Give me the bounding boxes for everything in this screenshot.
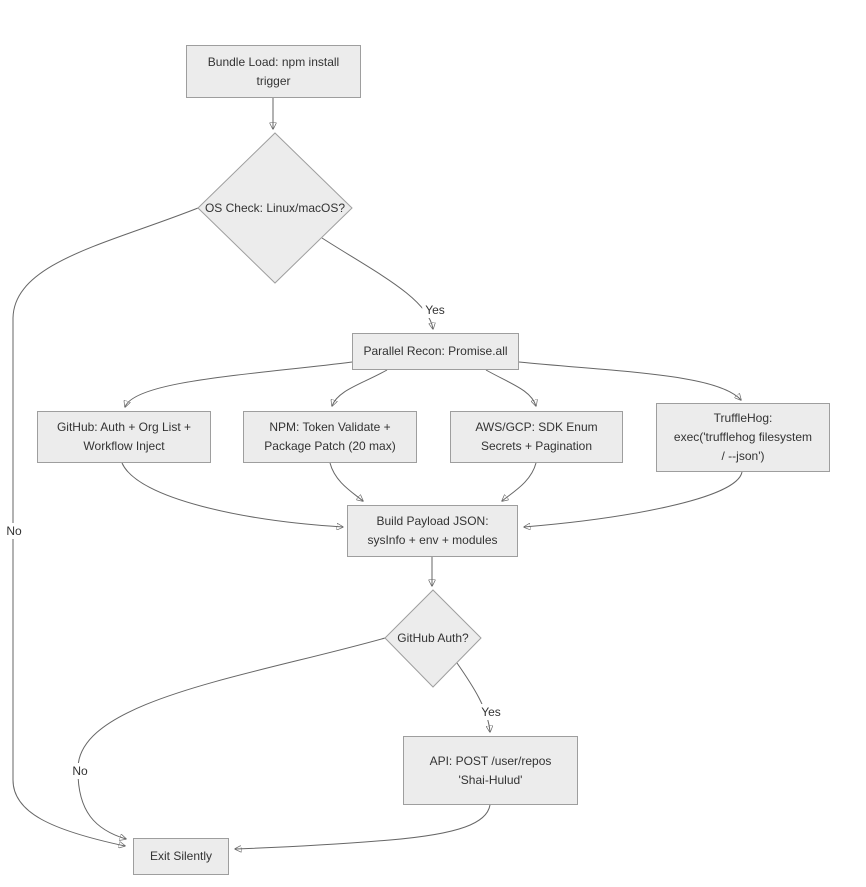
node-build-payload-line2: sysInfo + env + modules: [367, 533, 498, 547]
node-github-auth-shape: [384, 589, 482, 688]
node-exit-silently: Exit Silently: [133, 838, 229, 875]
node-os-check-label: OS Check: Linux/macOS?: [204, 200, 346, 215]
node-api-post-line1: API: POST /user/repos: [429, 753, 552, 768]
node-awsgcp-recon: AWS/GCP: SDK Enum Secrets + Pagination: [450, 411, 623, 463]
node-build-payload: Build Payload JSON: sysInfo + env + modu…: [347, 505, 518, 557]
node-parallel-recon-line1: Parallel Recon: Promise.all: [363, 344, 508, 358]
node-api-post: API: POST /user/repos 'Shai-Hulud': [403, 736, 578, 805]
node-trufflehog-recon: TruffleHog: exec('trufflehog filesystem …: [656, 403, 830, 472]
node-bundle-load-line2: trigger: [256, 73, 291, 88]
edge-github-to-buildpayload: [121, 462, 343, 527]
node-trufflehog-recon-line1: TruffleHog:: [713, 411, 773, 425]
edge-oscheck-to-parallel: [321, 237, 433, 329]
node-npm-recon-line2: Package Patch (20 max): [264, 439, 396, 453]
edge-parallel-to-trufflehog: [518, 361, 741, 400]
node-awsgcp-recon-line2: Secrets + Pagination: [480, 439, 593, 453]
node-npm-recon-line1: NPM: Token Validate +: [269, 420, 391, 434]
edge-label-os-no: No: [3, 523, 25, 539]
node-trufflehog-recon-line3: / --json'): [721, 449, 765, 463]
node-bundle-load: Bundle Load: npm install trigger: [186, 45, 361, 98]
edge-oscheck-to-exit: [12, 207, 199, 846]
edge-api-to-exit: [235, 804, 491, 849]
node-os-check-shape: [197, 132, 353, 284]
node-parallel-recon: Parallel Recon: Promise.all: [352, 333, 519, 370]
edge-auth-to-api: [456, 662, 490, 732]
node-npm-recon: NPM: Token Validate + Package Patch (20 …: [243, 411, 417, 463]
edge-trufflehog-to-buildpayload: [524, 471, 743, 527]
edge-npm-to-buildpayload: [329, 462, 363, 501]
node-api-post-line2: 'Shai-Hulud': [458, 772, 523, 787]
edge-label-auth-no: No: [69, 763, 91, 779]
node-github-recon: GitHub: Auth + Org List + Workflow Injec…: [37, 411, 211, 463]
edge-auth-to-exit: [77, 637, 386, 839]
node-github-auth: GitHub Auth?: [377, 625, 489, 651]
edge-parallel-to-github: [125, 361, 353, 407]
node-trufflehog-recon-line2: exec('trufflehog filesystem: [673, 430, 813, 444]
node-bundle-load-line1: Bundle Load: npm install: [207, 54, 340, 69]
edge-label-os-yes: Yes: [422, 302, 448, 318]
edge-parallel-to-awsgcp: [485, 369, 536, 406]
node-awsgcp-recon-line1: AWS/GCP: SDK Enum: [475, 420, 598, 434]
node-github-recon-line1: GitHub: Auth + Org List +: [56, 420, 192, 434]
edge-awsgcp-to-buildpayload: [502, 462, 537, 501]
node-os-check: OS Check: Linux/macOS?: [200, 194, 350, 222]
node-exit-silently-label: Exit Silently: [149, 849, 213, 863]
edge-label-auth-yes: Yes: [478, 704, 504, 720]
node-github-auth-label: GitHub Auth?: [397, 630, 469, 645]
node-build-payload-line1: Build Payload JSON:: [376, 514, 489, 528]
edge-parallel-to-npm: [332, 369, 388, 406]
node-github-recon-line2: Workflow Inject: [83, 439, 165, 453]
